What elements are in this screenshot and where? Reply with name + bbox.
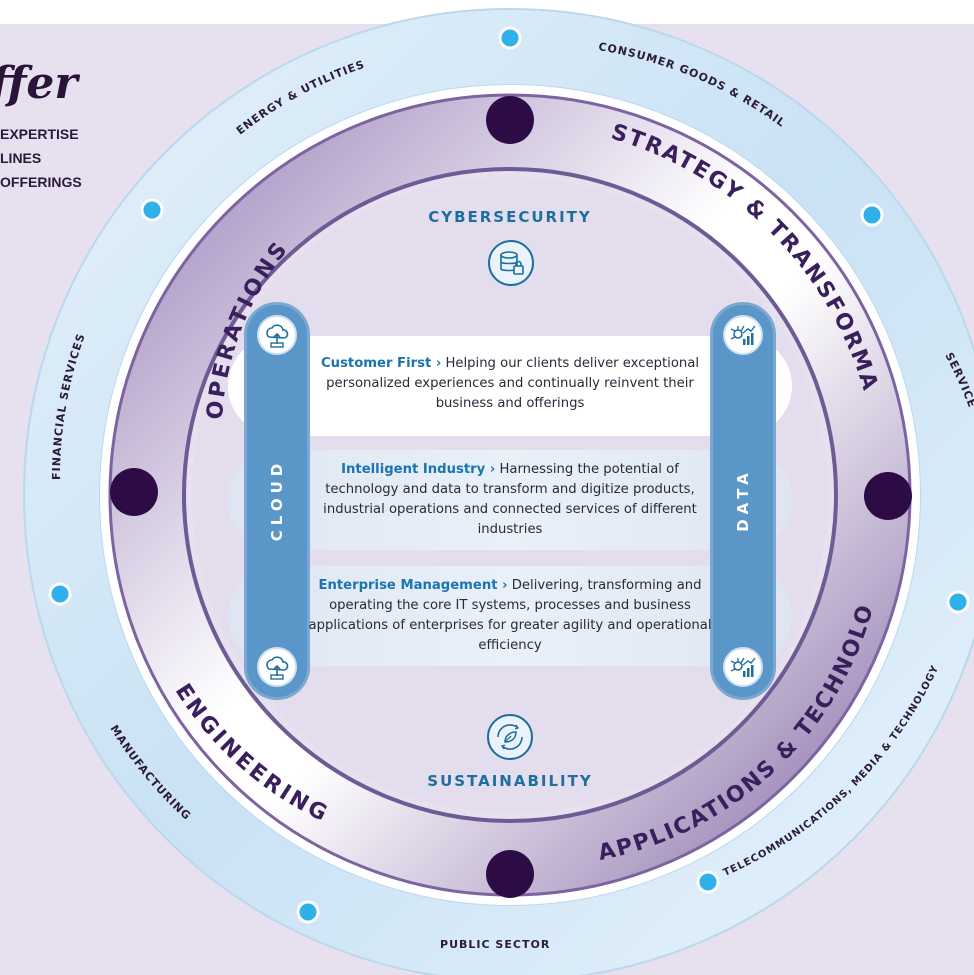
- data-column: DATA: [710, 302, 776, 700]
- sector-dot: [140, 198, 164, 222]
- offering-enterprise-management: Enterprise Management › Delivering, tran…: [308, 576, 712, 656]
- data-analytics-icon: [723, 647, 763, 687]
- sector-ring-edge: [23, 8, 974, 975]
- cloud-upload-icon: [257, 647, 297, 687]
- sector-dot: [696, 870, 720, 894]
- data-analytics-icon: [723, 315, 763, 355]
- header-list: EXPERTISE LINES OFFERINGS: [0, 122, 82, 194]
- cloud-upload-icon: [257, 315, 297, 355]
- svg-text:PUBLIC SECTOR: PUBLIC SECTOR: [440, 938, 550, 951]
- offering-customer-first: Customer First › Helping our clients del…: [308, 354, 712, 414]
- offering-description: Helping our clients deliver exceptional …: [326, 356, 699, 411]
- offering-row-customer-first: [228, 336, 792, 436]
- sector-dot: [296, 900, 320, 924]
- band-node: [486, 850, 534, 898]
- offering-row-intelligent-industry: [228, 450, 792, 550]
- database-lock-icon: [488, 240, 534, 286]
- cybersecurity-label: CYBERSECURITY: [428, 208, 592, 226]
- offering-title: Customer First ›: [321, 356, 442, 371]
- band-node: [486, 96, 534, 144]
- cloud-column: CLOUD: [244, 302, 310, 700]
- sustainability-leaf-icon: [487, 714, 533, 760]
- page-title: ffer: [0, 58, 78, 109]
- offering-title: Enterprise Management ›: [318, 578, 508, 593]
- offering-description: Delivering, transforming and operating t…: [308, 578, 712, 653]
- sector-dot: [946, 590, 970, 614]
- sector-dot: [860, 203, 884, 227]
- offering-description: Harnessing the potential of technology a…: [323, 462, 697, 537]
- offering-row-enterprise-management: [228, 566, 792, 666]
- sector-dot: [48, 582, 72, 606]
- header-line: EXPERTISE: [0, 126, 79, 142]
- band-node: [864, 472, 912, 520]
- cloud-label: CLOUD: [268, 458, 286, 542]
- sustainability-label: SUSTAINABILITY: [427, 772, 593, 790]
- header-line: OFFERINGS: [0, 174, 82, 190]
- sector-dot: [498, 26, 522, 50]
- band-node: [110, 468, 158, 516]
- sector-public: PUBLIC SECTOR: [440, 938, 549, 951]
- data-label: DATA: [734, 468, 752, 532]
- header-line: LINES: [0, 150, 42, 166]
- offering-intelligent-industry: Intelligent Industry › Harnessing the po…: [308, 460, 712, 540]
- offering-title: Intelligent Industry ›: [341, 462, 496, 477]
